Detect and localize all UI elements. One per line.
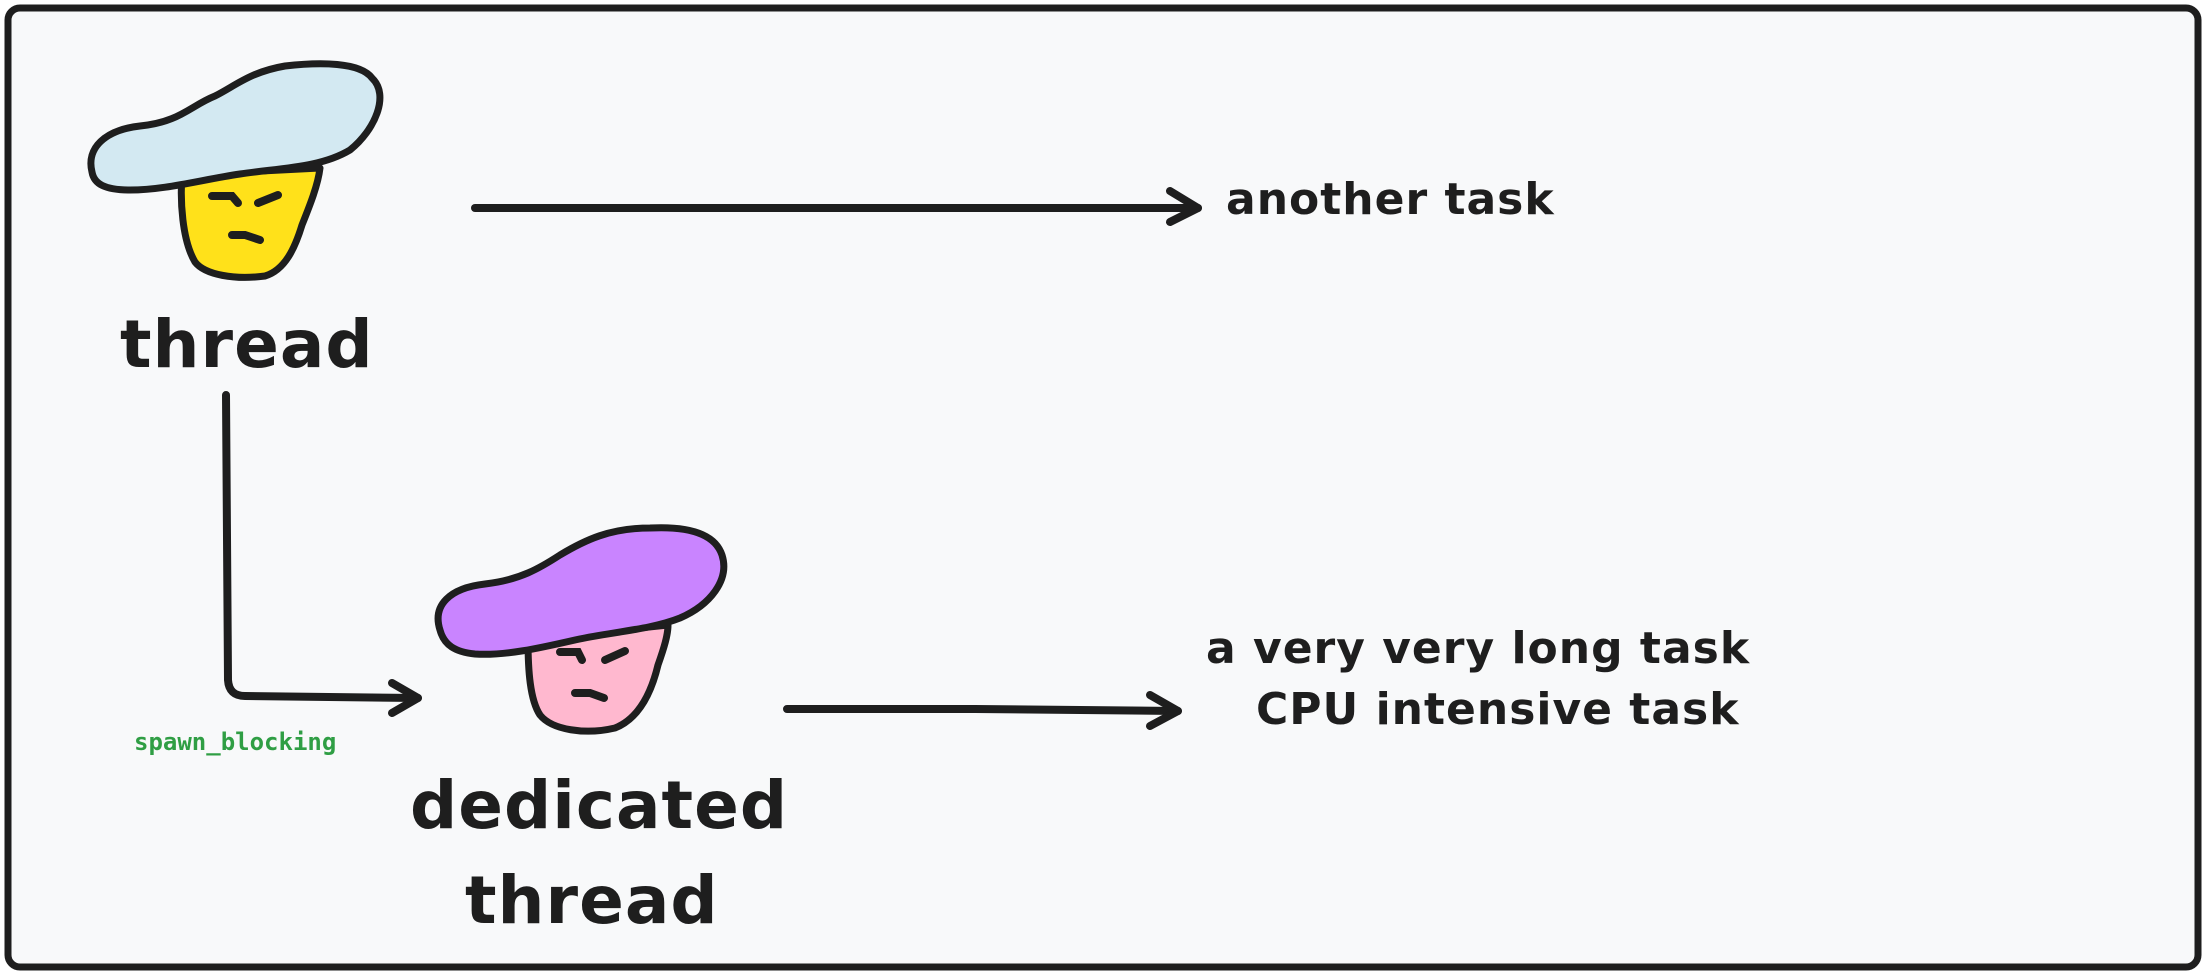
- spawn-blocking-label: spawn_blocking: [134, 728, 337, 756]
- right-arrow-icon: [388, 679, 422, 717]
- long-task-label-line1: a very very long task: [1206, 623, 1751, 674]
- arrow-to-long-task: [783, 691, 1182, 730]
- thread-label: thread: [120, 306, 374, 383]
- thread-character-icon: [87, 60, 384, 281]
- dedicated-thread-label-line1: dedicated: [410, 767, 789, 844]
- dedicated-thread-character-icon: [434, 524, 728, 735]
- dedicated-thread-label-line2: thread: [465, 862, 719, 939]
- right-arrow-icon: [1166, 187, 1202, 226]
- dedicated-face-marks: [556, 647, 629, 702]
- right-arrow-icon: [1146, 691, 1182, 730]
- spawn-blocking-connector: [222, 391, 422, 717]
- thread-face-marks: [208, 191, 282, 244]
- dedicated-hat: [434, 524, 728, 658]
- another-task-label: another task: [1226, 174, 1555, 225]
- long-task-label-line2: CPU intensive task: [1256, 684, 1740, 735]
- thread-hat: [87, 60, 384, 194]
- arrow-to-another-task: [471, 187, 1202, 226]
